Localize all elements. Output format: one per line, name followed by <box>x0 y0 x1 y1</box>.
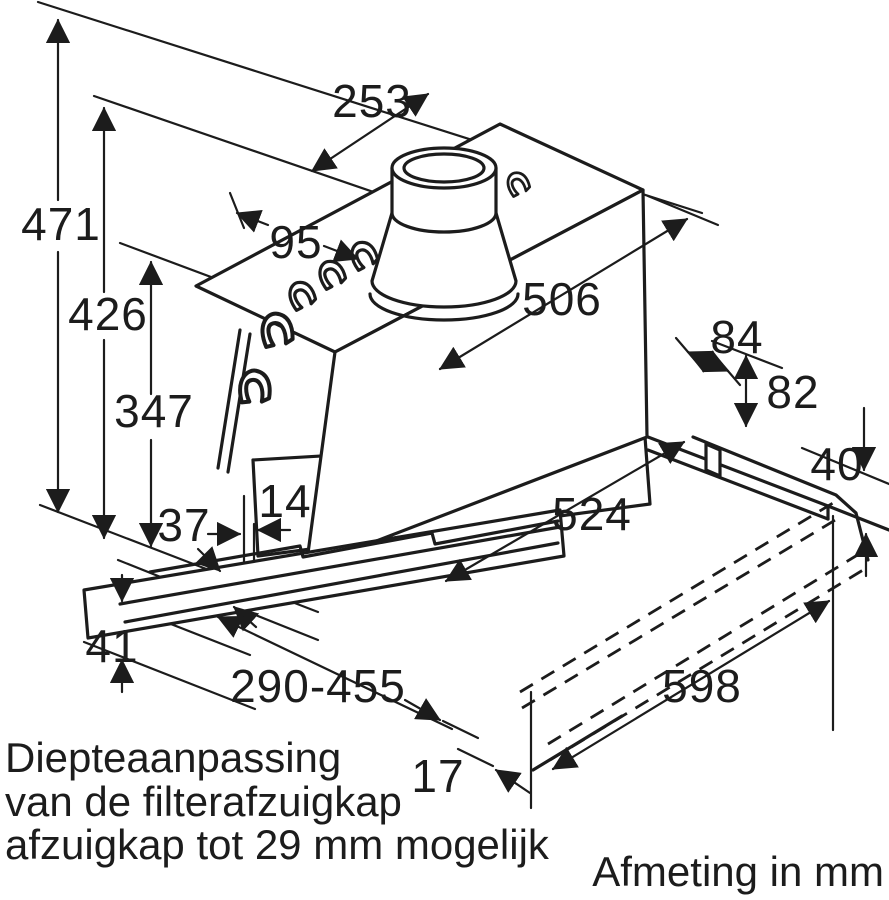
caption-depth-adjustment: Diepteaanpassing van de filterafzuigkap … <box>5 734 550 868</box>
dim-label-37: 37 <box>157 499 210 551</box>
dim-label-40: 40 <box>810 438 863 490</box>
duct-collar <box>368 146 520 322</box>
dimension-82: 82 <box>733 354 819 428</box>
dim-label-84: 84 <box>710 311 763 363</box>
dimension-506: 506 <box>438 217 689 371</box>
dim-label-253: 253 <box>332 75 412 127</box>
dim-label-17: 17 <box>411 750 464 802</box>
dimension-84: 84 <box>686 311 763 373</box>
dimension-17: 17 <box>403 698 532 802</box>
caption-line-3: afzuigkap tot 29 mm mogelijk <box>5 821 550 868</box>
dim-label-471: 471 <box>21 198 101 250</box>
dimension-14: 14 <box>206 475 311 547</box>
dim-label-347: 347 <box>114 385 194 437</box>
dim-label-82: 82 <box>766 366 819 418</box>
dimension-347: 347 <box>114 260 194 548</box>
dim-label-506: 506 <box>522 273 602 325</box>
spring-clips <box>238 171 532 405</box>
dim-label-426: 426 <box>68 288 148 340</box>
dimension-95: 95 <box>235 210 360 268</box>
caption-line-2: van de filterafzuigkap <box>5 778 402 825</box>
dimension-41: 41 <box>85 573 138 694</box>
dim-label-290-455: 290-455 <box>230 660 406 712</box>
dimension-253: 253 <box>310 75 430 173</box>
dimension-290-455: 290-455 <box>216 615 454 731</box>
dim-label-41: 41 <box>85 620 138 672</box>
dim-label-524: 524 <box>552 488 632 540</box>
dimension-37: 37 <box>157 499 260 632</box>
dimension-524: 524 <box>444 440 686 583</box>
dim-label-14: 14 <box>258 475 311 527</box>
dimension-40: 40 <box>810 406 879 578</box>
dim-label-598: 598 <box>662 660 742 712</box>
dim-label-95: 95 <box>269 216 322 268</box>
dimension-471: 471 <box>21 18 101 514</box>
dimension-598: 598 <box>551 599 831 771</box>
caption-line-1: Diepteaanpassing <box>5 734 341 781</box>
dimension-426: 426 <box>68 106 148 540</box>
units-label: Afmeting in mm <box>592 848 884 895</box>
